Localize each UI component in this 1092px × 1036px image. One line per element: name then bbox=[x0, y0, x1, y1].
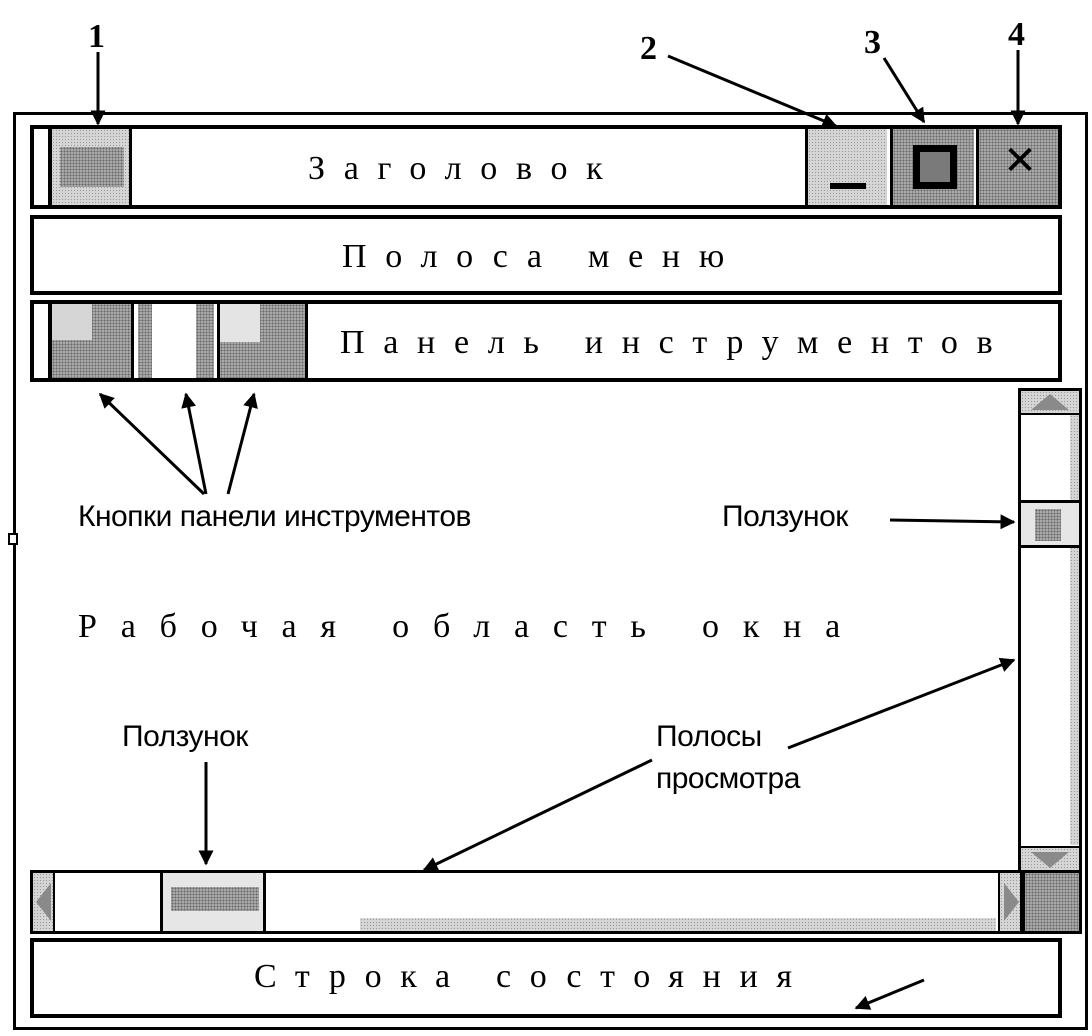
left-resize-handle[interactable] bbox=[8, 533, 18, 545]
vertical-slider-caption: Ползунок bbox=[722, 500, 848, 533]
menu-bar[interactable] bbox=[30, 215, 1062, 295]
system-menu-icon[interactable] bbox=[52, 129, 132, 205]
toolbar-button-1[interactable] bbox=[52, 304, 134, 378]
minimize-button[interactable] bbox=[805, 129, 887, 205]
triangle-right-icon bbox=[1004, 883, 1019, 921]
scroll-left-button[interactable] bbox=[33, 873, 55, 931]
callout-3: 3 bbox=[864, 24, 881, 61]
triangle-left-icon bbox=[36, 883, 51, 921]
toolbar-button-3[interactable] bbox=[220, 304, 308, 378]
menu-bar-label: Полоса меню bbox=[342, 238, 743, 275]
toolbar-left-divider bbox=[48, 304, 52, 378]
size-grip[interactable] bbox=[1022, 870, 1082, 934]
scrollbars-caption-line2: просмотра bbox=[656, 762, 800, 795]
minimize-icon bbox=[830, 183, 866, 189]
scroll-down-button[interactable] bbox=[1021, 846, 1079, 870]
scroll-right-button[interactable] bbox=[998, 873, 1020, 931]
callout-1: 1 bbox=[88, 18, 105, 55]
work-area-label: Рабочая область окна bbox=[78, 608, 865, 645]
toolbar-label: Панель инструментов bbox=[340, 324, 1012, 361]
callout-4: 4 bbox=[1008, 16, 1025, 53]
horizontal-scroll-track-shade bbox=[360, 918, 996, 931]
maximize-icon bbox=[913, 145, 957, 189]
triangle-down-icon bbox=[1031, 852, 1069, 868]
toolbar-buttons-caption: Кнопки панели инструментов bbox=[78, 500, 471, 533]
callout-2: 2 bbox=[640, 30, 657, 67]
vertical-slider-thumb[interactable] bbox=[1021, 500, 1079, 548]
close-icon: ✕ bbox=[1003, 138, 1037, 184]
status-bar-label: Строка состояния bbox=[254, 958, 811, 995]
vertical-scroll-track-shade bbox=[1070, 415, 1079, 845]
triangle-up-icon bbox=[1031, 394, 1069, 410]
scrollbars-caption-line1: Полосы bbox=[656, 720, 762, 753]
window-title: Заголовок bbox=[308, 150, 622, 187]
maximize-button[interactable] bbox=[890, 129, 974, 205]
close-button[interactable]: ✕ bbox=[976, 129, 1058, 205]
scroll-up-button[interactable] bbox=[1021, 391, 1079, 415]
toolbar-button-2[interactable] bbox=[134, 304, 220, 378]
horizontal-slider-thumb[interactable] bbox=[160, 873, 266, 931]
title-left-divider bbox=[48, 129, 52, 205]
horizontal-slider-caption: Ползунок bbox=[122, 720, 248, 753]
